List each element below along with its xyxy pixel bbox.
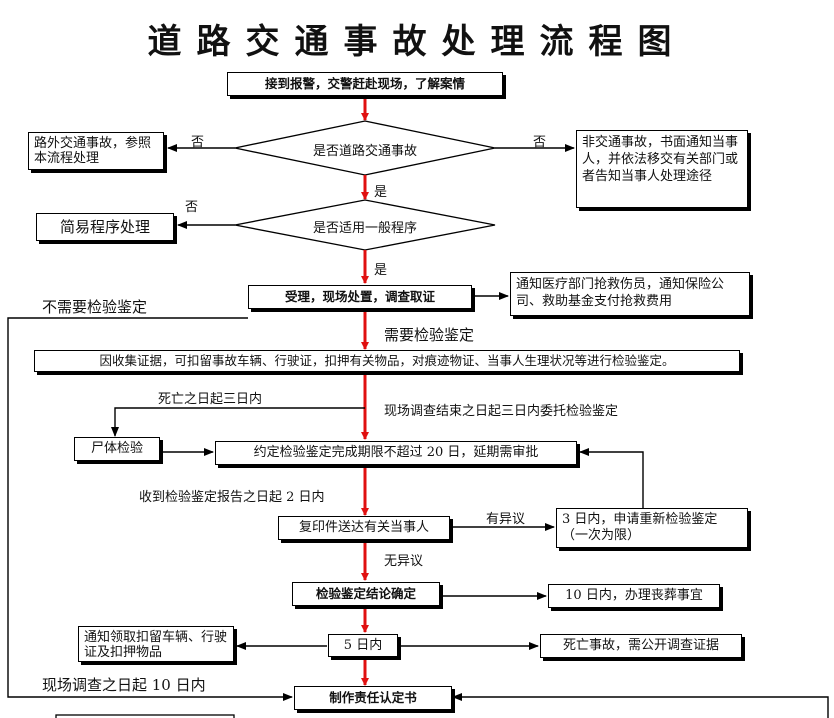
node-death-accident: 死亡事故，需公开调查证据: [540, 634, 742, 658]
node-liability: 制作责任认定书: [294, 686, 452, 710]
node-agreed-period: 约定检验鉴定完成期限不超过 20 日，延期需审批: [215, 441, 577, 465]
node-off-road: 路外交通事故，参照本流程处理: [28, 132, 164, 170]
node-is-road-accident: 是否道路交通事故: [312, 144, 417, 159]
label-report-2days: 收到检验鉴定报告之日起 2 日内: [139, 490, 325, 505]
node-autopsy: 尸体检验: [74, 437, 160, 461]
label-yes-general: 是: [374, 263, 388, 278]
node-general-procedure: 是否适用一般程序: [312, 221, 417, 236]
label-death-3days: 死亡之日起三日内: [158, 392, 263, 407]
label-no-offroad: 否: [191, 135, 205, 150]
page-title: 道路交通事故处理流程图: [147, 22, 687, 62]
label-no-nontraffic: 否: [533, 135, 547, 150]
node-accept: 受理，现场处置，调查取证: [248, 285, 472, 309]
label-entrust-3days: 现场调查结束之日起三日内委托检验鉴定: [384, 404, 619, 419]
label-survey-10days: 现场调查之日起 10 日内: [42, 676, 206, 694]
label-no-inspection: 不需要检验鉴定: [42, 298, 148, 316]
node-notify-medical: 通知医疗部门抢救伤员，通知保险公司、救助基金支付抢救费用: [510, 272, 750, 316]
node-five-days: 5 日内: [328, 634, 398, 657]
label-no-objection: 无异议: [384, 554, 424, 569]
label-objection: 有异议: [486, 512, 526, 527]
node-re-inspection: 3 日内，申请重新检验鉴定（一次为限）: [556, 508, 748, 548]
node-simple-procedure: 简易程序处理: [36, 213, 174, 241]
node-return-items: 通知领取扣留车辆、行驶证及扣押物品: [78, 626, 234, 662]
node-conclusion: 检验鉴定结论确定: [292, 582, 440, 606]
node-non-traffic: 非交通事故，书面通知当事人，并依法移交有关部门或者告知当事人处理途径: [576, 130, 748, 208]
label-yes-road: 是: [374, 185, 388, 200]
node-collect-evidence: 因收集证据，可扣留事故车辆、行驶证，扣押有关物品，对痕迹物证、当事人生理状况等进…: [34, 350, 740, 372]
partial-box: [55, 714, 235, 718]
label-no-simple: 否: [185, 200, 199, 215]
label-need-inspection: 需要检验鉴定: [384, 326, 475, 344]
node-receive-report: 接到报警，交警赶赴现场，了解案情: [227, 72, 503, 96]
node-copy-to-parties: 复印件送达有关当事人: [278, 516, 450, 540]
node-funeral: 10 日内，办理丧葬事宜: [548, 584, 720, 608]
